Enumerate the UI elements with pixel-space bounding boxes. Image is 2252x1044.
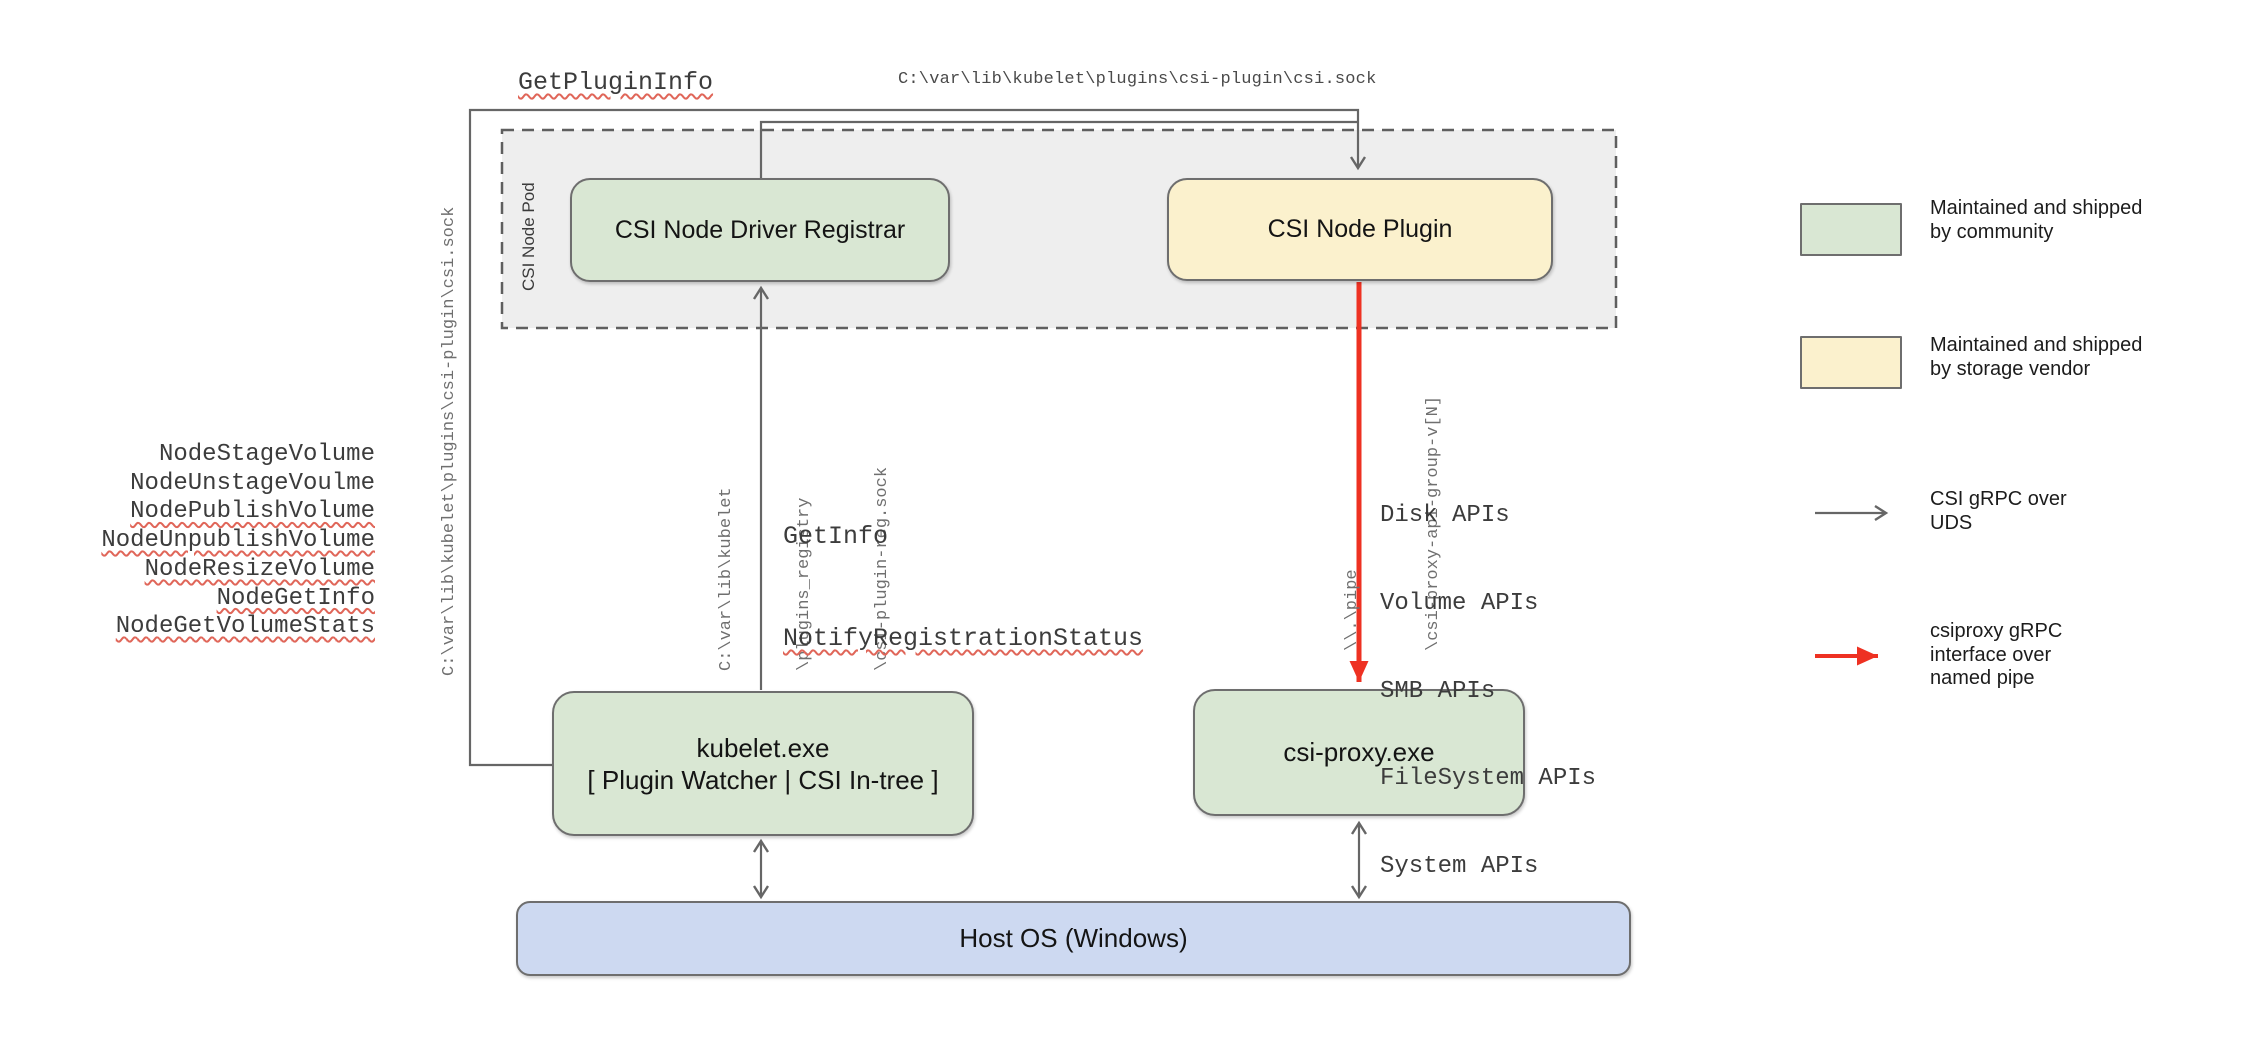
legend-community-line: Maintained and shipped <box>1930 197 2143 219</box>
proxy-api-item: Disk APIs <box>1380 502 1510 530</box>
proxy-api-list: Disk APIs Volume APIs SMB APIs FileSyste… <box>1380 443 1596 939</box>
host-os-label: Host OS (Windows) <box>959 923 1188 953</box>
csi-node-plugin-label: CSI Node Plugin <box>1267 215 1453 243</box>
legend-uds-text: CSI gRPC over UDS <box>1930 488 2067 535</box>
legend-namedpipe-line: named pipe <box>1930 667 2035 689</box>
named-pipe-path-line: \\.\pipe <box>1343 569 1362 651</box>
legend-community-text: Maintained and shipped by community <box>1930 197 2142 244</box>
node-rpc-item: NodeStageVolume <box>158 441 375 468</box>
node-rpc-item: NodeUnstageVoulme <box>130 469 375 497</box>
legend-community-line: by community <box>1930 220 2054 243</box>
get-info-label: GetInfo <box>783 522 889 551</box>
csi-proxy-box: csi-proxy.exe <box>1193 689 1525 816</box>
csi-node-driver-registrar-label: CSI Node Driver Registrar <box>614 215 906 244</box>
csi-node-plugin-box: CSI Node Plugin <box>1167 178 1553 281</box>
registry-sock-path-label: C:\var\lib\kubelet \plugins_registry \cs… <box>662 459 892 671</box>
legend-uds-line: CSI gRPC over <box>1930 488 2067 510</box>
kubelet-label-line1: kubelet.exe <box>696 732 830 763</box>
legend-vendor-text: Maintained and shipped by storage vendor <box>1930 334 2142 381</box>
notify-registration-status-label: NotifyRegistrationStatus <box>783 624 1144 653</box>
csi-sock-path-top-label: C:\var\lib\kubelet\plugins\csi-plugin\cs… <box>898 70 1377 89</box>
legend-community-swatch <box>1800 203 1902 256</box>
node-rpc-item: NodeResizeVolume <box>144 555 375 583</box>
connector-kubelet-to-plugin-uds <box>468 108 1367 767</box>
proxy-api-item: System APIs <box>1380 852 1539 880</box>
registry-sock-path-line: C:\var\lib\kubelet <box>717 487 736 671</box>
legend-vendor-swatch <box>1800 336 1902 389</box>
node-rpc-item: NodePublishVolume <box>130 498 375 526</box>
node-rpc-item: NodeGetInfo <box>216 584 375 612</box>
node-rpc-list: NodeStageVolume NodeUnstageVoulme NodePu… <box>60 441 375 642</box>
get-plugin-info-label: GetPluginInfo <box>518 68 714 97</box>
legend-namedpipe-line: csiproxy gRPC <box>1930 620 2063 642</box>
legend-uds-line: UDS <box>1930 511 1973 534</box>
legend-vendor-line: Maintained and shipped <box>1930 334 2143 356</box>
node-rpc-item: NodeGetVolumeStats <box>115 613 375 641</box>
csi-node-driver-registrar-box: CSI Node Driver Registrar <box>570 178 950 282</box>
csi-sock-path-vertical-label: C:\var\lib\kubelet\plugins\csi-plugin\cs… <box>440 206 459 676</box>
registration-rpc-list: GetInfo NotifyRegistrationStatus <box>783 452 1143 724</box>
legend-namedpipe-text: csiproxy gRPC interface over named pipe <box>1930 620 2062 691</box>
kubelet-label-line2: [ Plugin Watcher | CSI In-tree ] <box>587 764 939 795</box>
host-os-box: Host OS (Windows) <box>516 901 1631 976</box>
legend-namedpipe-line: interface over <box>1930 643 2052 666</box>
proxy-api-item: Volume APIs <box>1380 590 1539 618</box>
proxy-api-item: FileSystem APIs <box>1380 765 1597 793</box>
kubelet-box: kubelet.exe [ Plugin Watcher | CSI In-tr… <box>552 691 974 836</box>
csi-node-pod-label: CSI Node Pod <box>519 182 538 291</box>
proxy-api-item: SMB APIs <box>1380 677 1496 705</box>
legend-vendor-line: by storage vendor <box>1930 357 2091 380</box>
named-pipe-path-label: \\.\pipe \csi-proxy-api-group-v[N] <box>1285 393 1443 651</box>
csi-proxy-label: csi-proxy.exe <box>1283 737 1435 767</box>
node-rpc-item: NodeUnpublishVolume <box>101 527 375 555</box>
connector-registrar-to-plugin-uds <box>759 120 1358 178</box>
